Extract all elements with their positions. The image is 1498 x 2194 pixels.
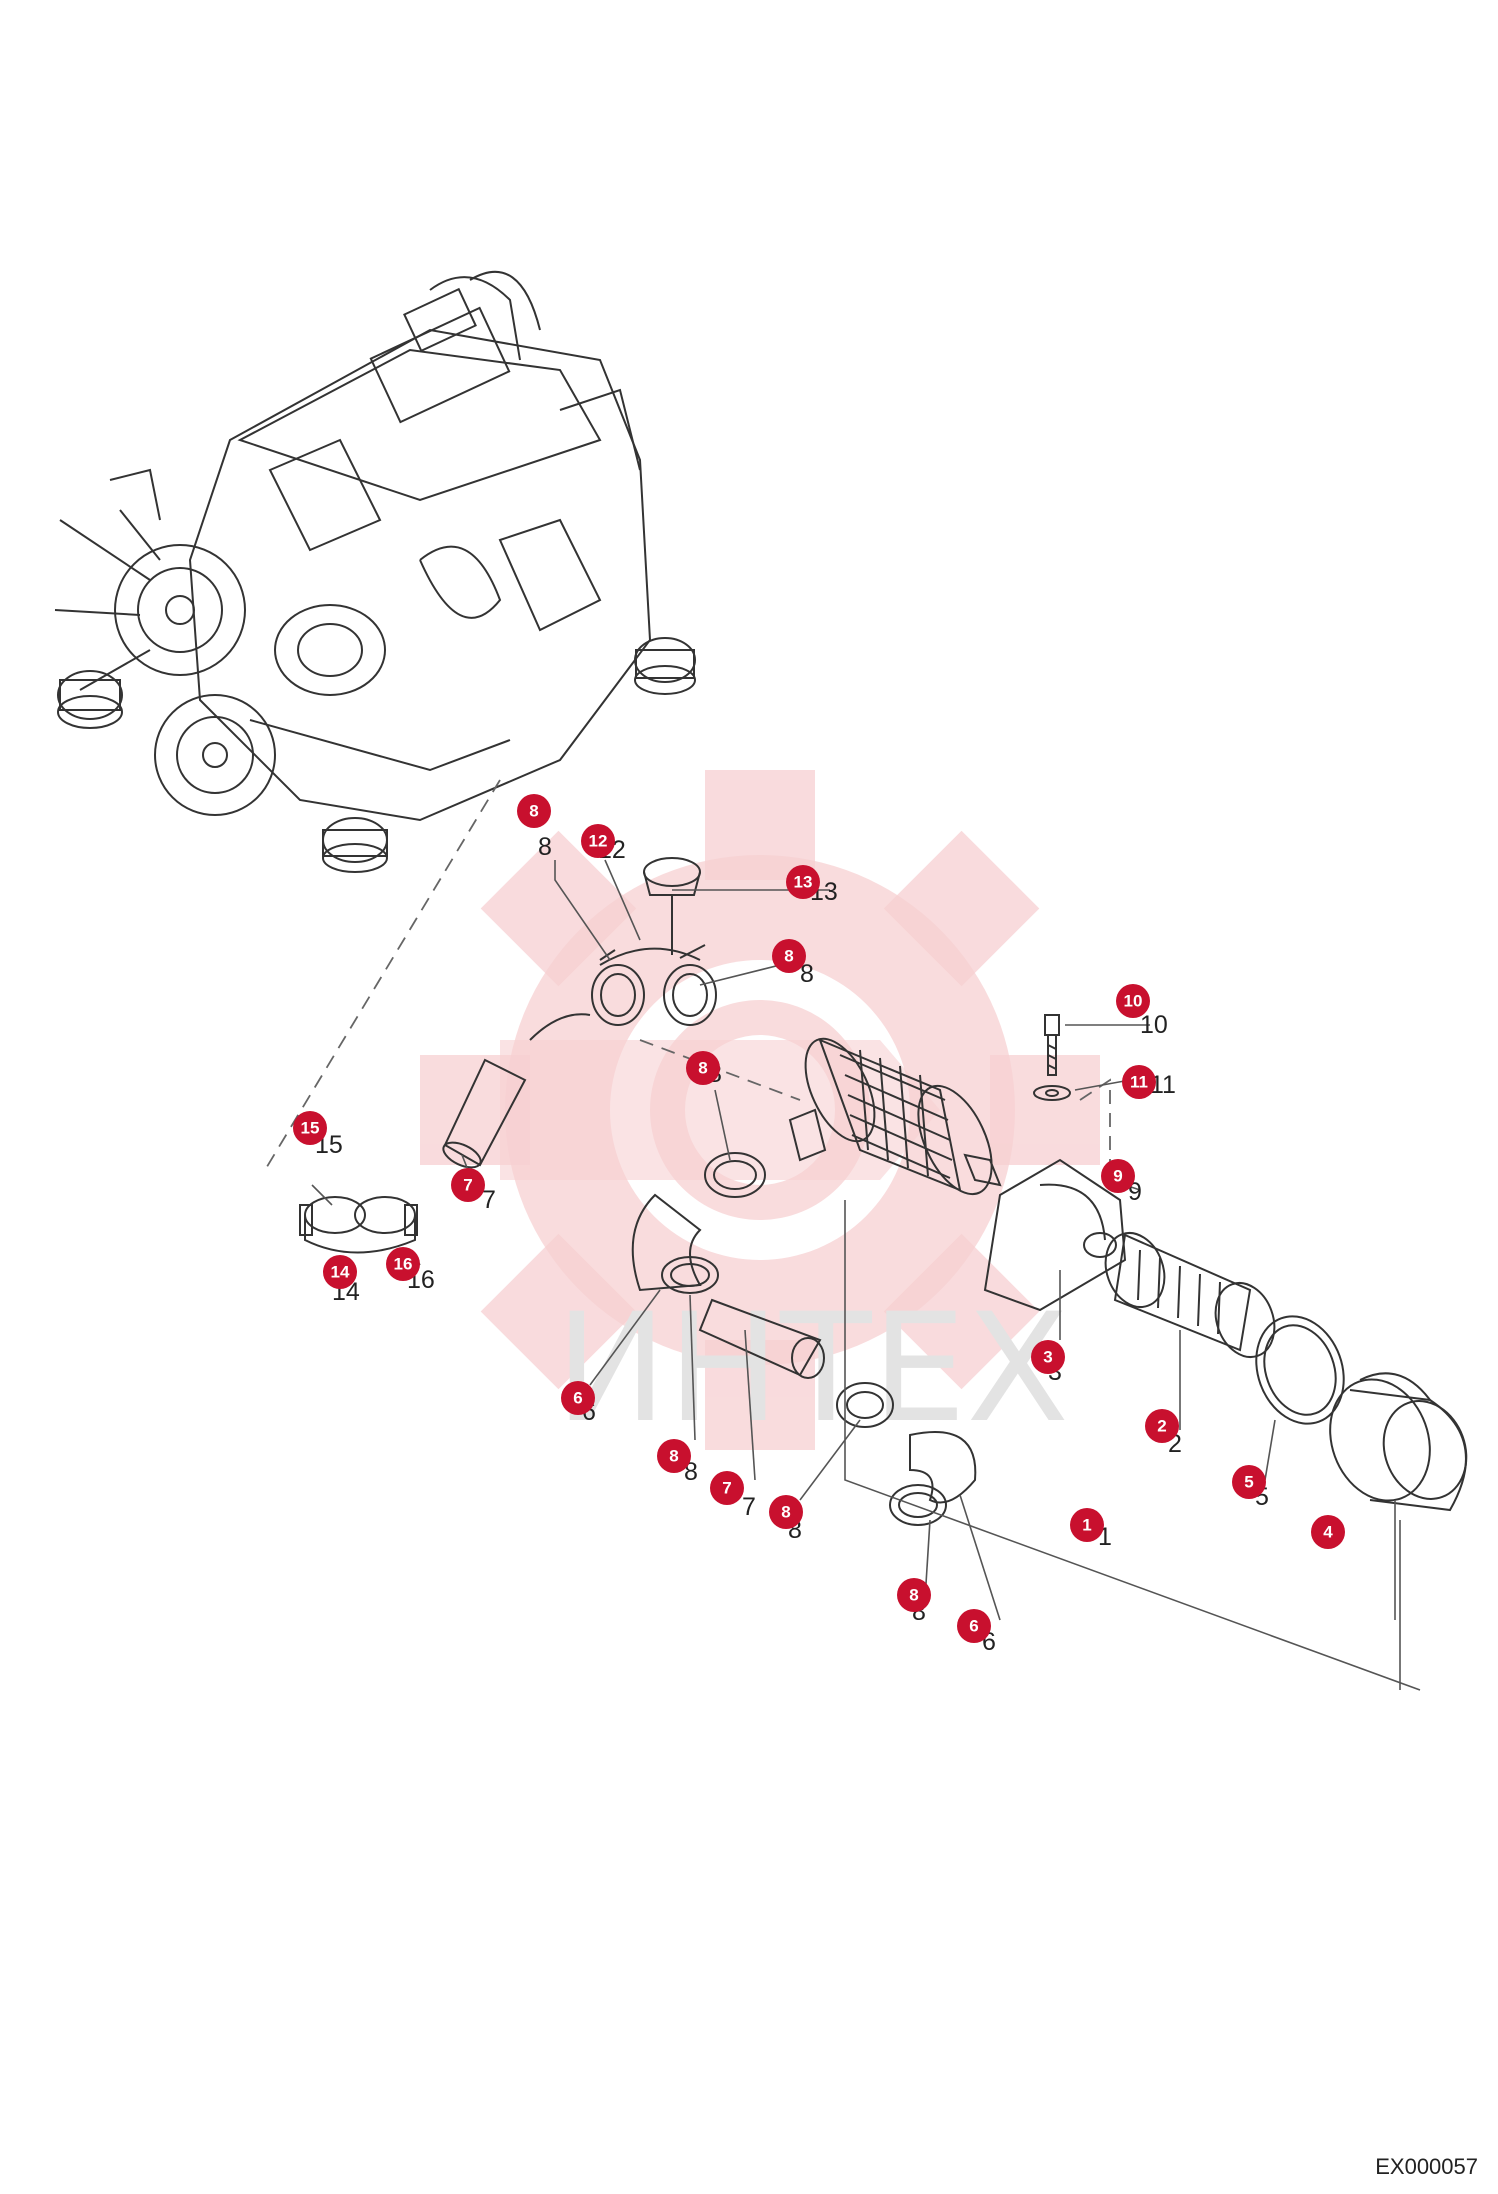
svg-text:4: 4 xyxy=(1323,1523,1333,1542)
svg-text:5: 5 xyxy=(1244,1473,1253,1492)
callout-badge[interactable]: 1 xyxy=(1070,1508,1104,1542)
watermark: ИНТЕХ xyxy=(420,770,1100,1456)
callout-badge[interactable]: 6 xyxy=(957,1609,991,1643)
callout-badge[interactable]: 8 xyxy=(657,1439,691,1473)
svg-text:11: 11 xyxy=(1130,1073,1148,1092)
svg-text:9: 9 xyxy=(1113,1167,1122,1186)
watermark-text: ИНТЕХ xyxy=(555,1282,1069,1456)
svg-text:7: 7 xyxy=(463,1176,472,1195)
callout-badge[interactable]: 15 xyxy=(293,1111,327,1145)
part-number: 7 xyxy=(482,1186,496,1214)
svg-text:14: 14 xyxy=(331,1263,350,1282)
tee-connector xyxy=(299,1196,418,1254)
svg-text:8: 8 xyxy=(669,1447,678,1466)
callout-badge[interactable]: 8 xyxy=(517,794,551,828)
svg-text:8: 8 xyxy=(529,802,538,821)
filter-cover xyxy=(1329,1372,1468,1512)
svg-text:6: 6 xyxy=(969,1617,978,1636)
callout-badge[interactable]: 11 xyxy=(1122,1065,1156,1099)
part-number: 7 xyxy=(742,1493,756,1521)
elbow-lower-right xyxy=(836,1382,977,1526)
filter-grid xyxy=(839,1049,953,1179)
callout-badge[interactable]: 2 xyxy=(1145,1409,1179,1443)
svg-text:8: 8 xyxy=(909,1586,918,1605)
air-filter-housing xyxy=(788,1037,1002,1196)
svg-text:7: 7 xyxy=(722,1479,731,1498)
leader-lines xyxy=(311,859,1421,1691)
callout-badge[interactable]: 10 xyxy=(1116,984,1150,1018)
svg-text:2: 2 xyxy=(1157,1417,1166,1436)
elbow-lower-left xyxy=(631,1152,766,1294)
intake-elbow-group xyxy=(591,857,717,1026)
svg-text:1: 1 xyxy=(1082,1516,1091,1535)
svg-text:8: 8 xyxy=(698,1059,707,1078)
svg-text:16: 16 xyxy=(394,1255,413,1274)
seal-ring xyxy=(1255,1315,1345,1425)
mounting-bracket xyxy=(983,1158,1127,1312)
svg-text:12: 12 xyxy=(589,832,608,851)
callout-badge[interactable]: 8 xyxy=(897,1578,931,1612)
callout-badge[interactable]: 13 xyxy=(786,865,820,899)
part-number: 8 xyxy=(800,960,814,988)
bolt-and-washer xyxy=(1033,1014,1071,1101)
callout-badges: 8 12 13 8 10 11 8 15 7 9 14 16 3 6 2 8 7… xyxy=(293,794,1345,1643)
callout-badge[interactable]: 7 xyxy=(710,1471,744,1505)
part-number: 10 xyxy=(1140,1011,1168,1039)
callout-badge[interactable]: 6 xyxy=(561,1381,595,1415)
callout-badge[interactable]: 7 xyxy=(451,1168,485,1202)
svg-text:8: 8 xyxy=(781,1503,790,1522)
callout-badge[interactable]: 9 xyxy=(1101,1159,1135,1193)
callout-badge[interactable]: 4 xyxy=(1311,1515,1345,1549)
hose-upper xyxy=(442,1013,591,1169)
svg-text:10: 10 xyxy=(1124,992,1143,1011)
document-code: EX000057 xyxy=(1375,2154,1478,2179)
callout-badge[interactable]: 8 xyxy=(686,1051,720,1085)
callout-badge[interactable]: 12 xyxy=(581,824,615,858)
svg-text:15: 15 xyxy=(301,1119,320,1138)
filter-element xyxy=(1104,1232,1276,1358)
part-number: 8 xyxy=(538,833,552,861)
svg-text:8: 8 xyxy=(784,947,793,966)
assembly-dashed-leaders xyxy=(264,779,1111,1180)
callout-badge[interactable]: 8 xyxy=(772,939,806,973)
callout-badge[interactable]: 8 xyxy=(769,1495,803,1529)
callout-badge[interactable]: 3 xyxy=(1031,1340,1065,1374)
callout-badge[interactable]: 14 xyxy=(323,1255,357,1289)
callout-badge[interactable]: 16 xyxy=(386,1247,420,1281)
hose-lower xyxy=(698,1298,825,1379)
callout-badge[interactable]: 5 xyxy=(1232,1465,1266,1499)
svg-text:13: 13 xyxy=(794,873,813,892)
engine-assembly xyxy=(54,270,696,873)
svg-text:6: 6 xyxy=(573,1389,582,1408)
svg-text:3: 3 xyxy=(1043,1348,1052,1367)
